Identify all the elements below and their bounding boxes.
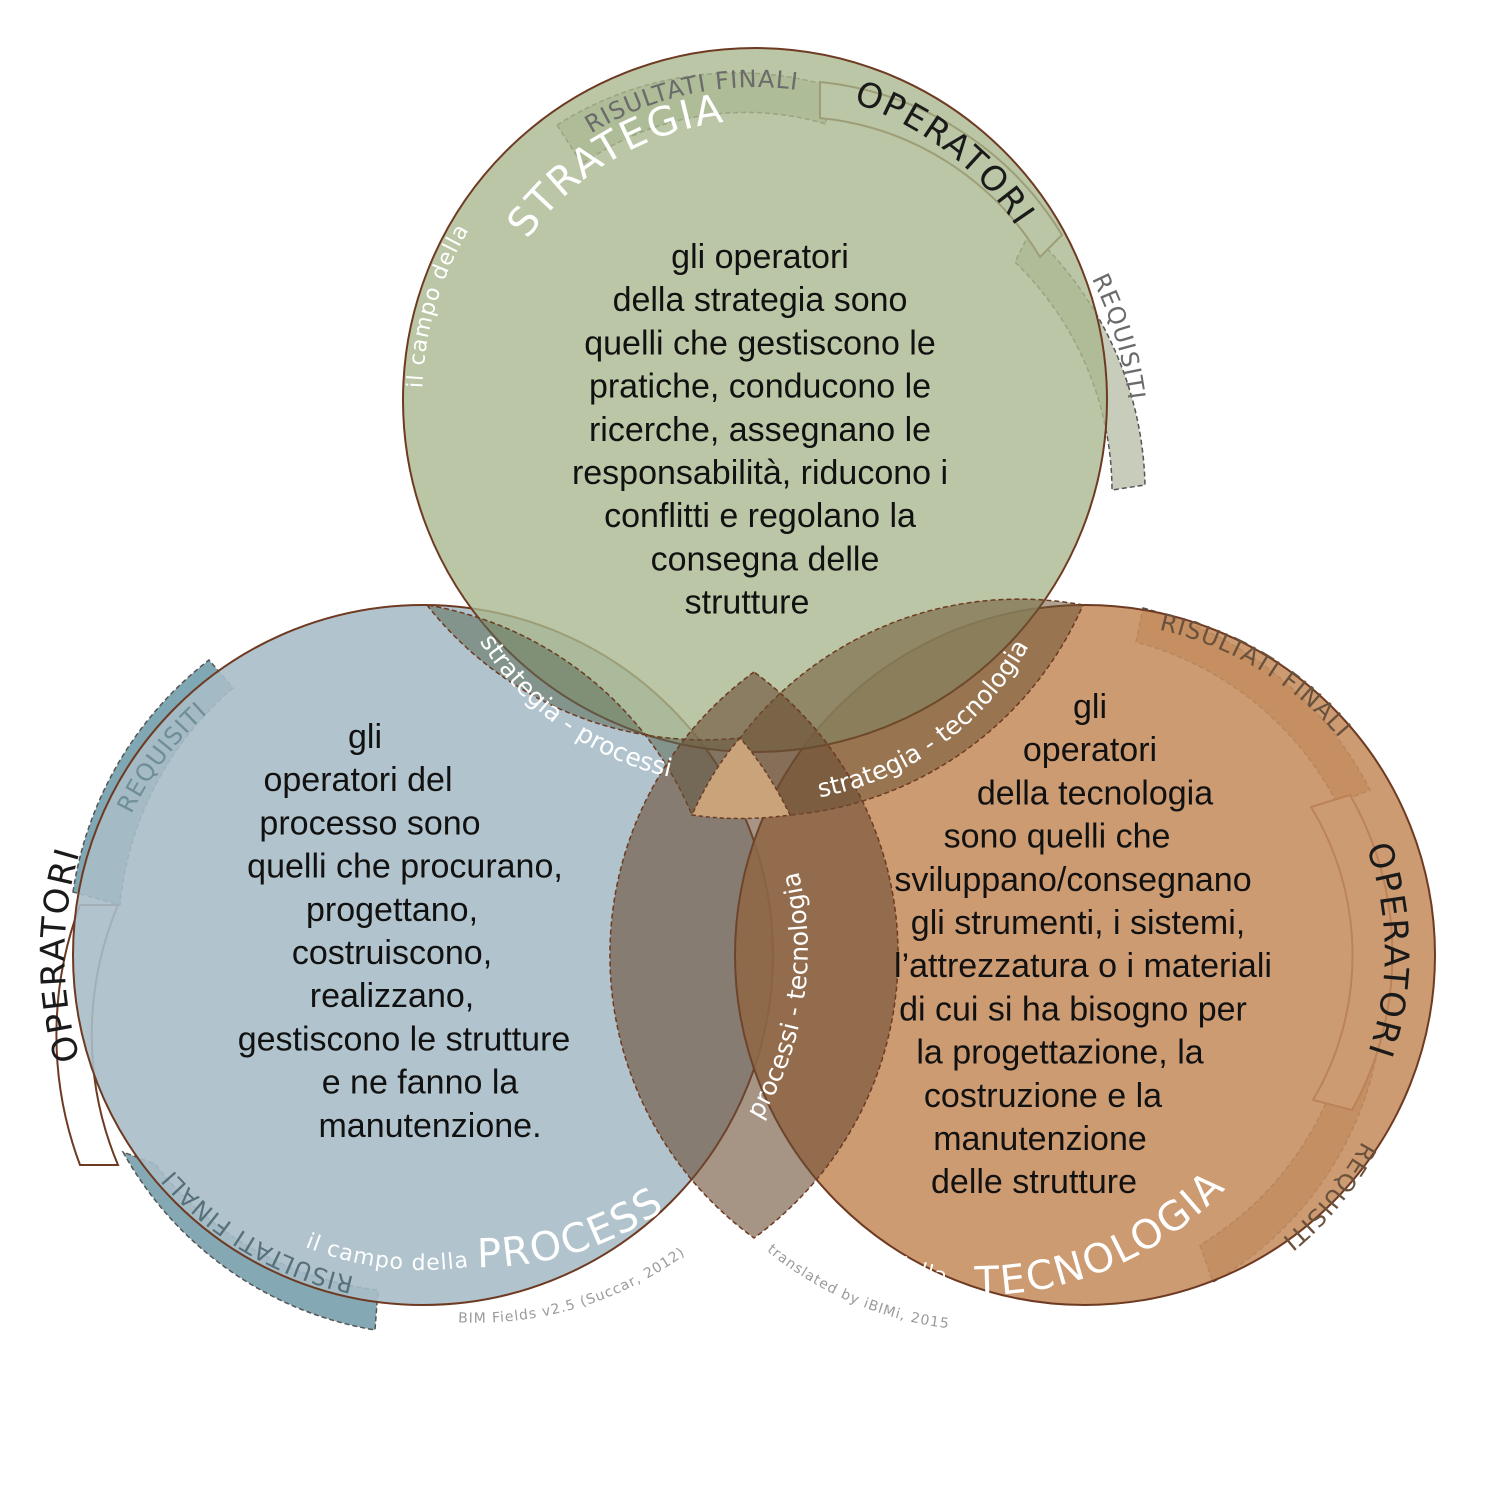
description-line: quelli che procurano, [247,848,563,886]
description-line: pratiche, conducono le [589,368,931,406]
description-line: l’attrezzatura o i materiali [894,947,1272,985]
description-line: consegna delle [651,540,880,578]
description-line: delle strutture [931,1163,1137,1201]
description-line: realizzano, [310,977,474,1015]
description-line: gestiscono le strutture [238,1020,571,1058]
description-line: operatori [1023,731,1157,769]
description-line: gli strumenti, i sistemi, [911,904,1245,942]
description-line: sono quelli che [944,818,1171,856]
center-intersection [690,736,792,820]
technology-description: gli operatori della tecnologia sono quelli … [894,688,1272,1201]
description-line: costruiscono, [292,934,492,972]
description-line: gli operatori [671,238,849,276]
description-line: sviluppano/consegnano [894,861,1251,899]
description-line: gli [348,718,382,756]
description-line: ricerche, assegnano le [589,411,931,449]
description-line: di cui si ha bisogno per [899,990,1247,1028]
description-line: la progettazione, la [916,1034,1203,1072]
process-description: gli operatori del processo sono quelli che … [238,718,571,1145]
description-line: progettano, [306,891,478,929]
description-line: responsabilità, riducono i [572,454,948,492]
description-line: quelli che gestiscono le [584,324,936,362]
description-line: costruzione e la [924,1077,1162,1115]
description-line: della strategia sono [613,281,908,319]
description-line: gli [1073,688,1107,726]
description-line: operatori del [263,761,452,799]
strategy-description: gli operatori della strategia sono quelli … [572,238,948,622]
overlap-process-technology [609,671,899,1239]
description-line: e ne fanno la [322,1064,519,1102]
description-line: manutenzione [933,1120,1147,1158]
description-line: manutenzione. [318,1107,541,1145]
description-line: strutture [685,584,810,622]
description-line: processo sono [259,804,480,842]
description-line: della tecnologia [977,774,1213,812]
description-line: conflitti e regolano la [604,497,916,535]
